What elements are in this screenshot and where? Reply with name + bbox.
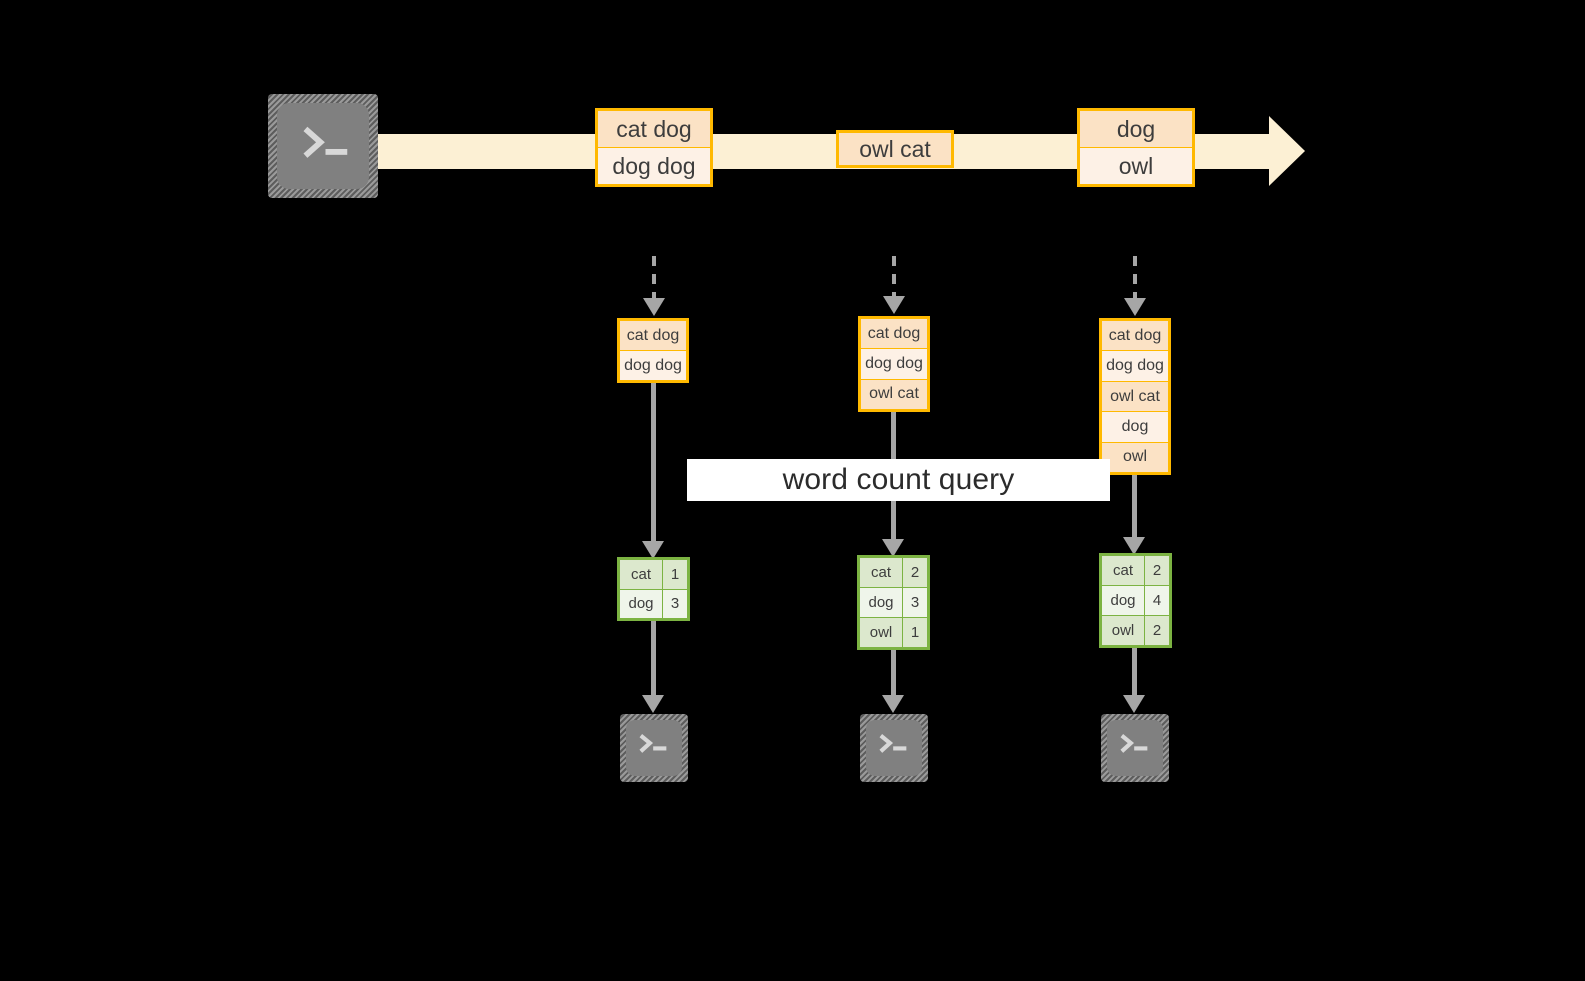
stream-record: owl — [1080, 148, 1192, 184]
stream-arrow-right-icon — [1269, 116, 1305, 186]
result-word: owl — [860, 618, 903, 647]
sink-terminal-1-icon[interactable] — [620, 714, 688, 782]
stream-batch-1[interactable]: cat dog dog dog — [595, 108, 713, 187]
sink-connector-3 — [1132, 648, 1137, 697]
result-count: 2 — [910, 564, 920, 581]
terminal-prompt-glyph — [639, 734, 667, 753]
accumulated-record: owl — [1102, 442, 1168, 473]
result-table-3[interactable]: cat 2 dog 4 owl 2 — [1099, 553, 1172, 648]
table-row: dog 3 — [860, 588, 927, 618]
result-count: 3 — [910, 594, 920, 611]
arrow-head-icon — [882, 539, 904, 557]
result-word: cat — [620, 560, 663, 589]
result-word: dog — [620, 589, 663, 618]
arrow-head-icon — [1123, 537, 1145, 555]
result-count: 2 — [1152, 562, 1162, 579]
accumulated-record: dog dog — [861, 349, 927, 380]
dashed-connector-1 — [652, 256, 656, 300]
stream-record: dog — [1080, 111, 1192, 148]
sink-connector-2 — [891, 650, 896, 697]
result-count: 1 — [910, 624, 920, 641]
table-row: owl 1 — [860, 618, 927, 647]
terminal-prompt-glyph — [879, 734, 907, 753]
table-row: cat 1 — [620, 560, 687, 590]
terminal-screen — [277, 103, 369, 189]
source-terminal-icon[interactable] — [268, 94, 378, 198]
query-connector-3 — [1132, 475, 1137, 541]
result-word: owl — [1102, 616, 1145, 645]
table-row: cat 2 — [1102, 556, 1169, 586]
result-table-2[interactable]: cat 2 dog 3 owl 1 — [857, 555, 930, 650]
accumulated-records-1[interactable]: cat dog dog dog — [617, 318, 689, 383]
stream-batch-2[interactable]: owl cat — [836, 130, 954, 168]
accumulated-record: cat dog — [620, 321, 686, 351]
accumulated-record: cat dog — [1102, 321, 1168, 352]
arrow-head-icon — [643, 298, 665, 316]
stream-record: cat dog — [598, 111, 710, 148]
table-row: cat 2 — [860, 558, 927, 588]
query-connector-1 — [651, 383, 656, 543]
arrow-head-icon — [1123, 695, 1145, 713]
sink-terminal-2-icon[interactable] — [860, 714, 928, 782]
stream-batch-3[interactable]: dog owl — [1077, 108, 1195, 187]
arrow-head-icon — [1124, 298, 1146, 316]
result-count: 4 — [1152, 592, 1162, 609]
table-row: dog 3 — [620, 589, 687, 618]
result-word: dog — [860, 588, 903, 617]
dashed-connector-2 — [892, 256, 896, 298]
result-count: 1 — [670, 565, 680, 583]
stream-record: owl cat — [839, 133, 951, 165]
accumulated-records-2[interactable]: cat dog dog dog owl cat — [858, 316, 930, 412]
terminal-prompt-glyph — [303, 126, 348, 158]
arrow-head-icon — [642, 541, 664, 559]
table-row: dog 4 — [1102, 586, 1169, 616]
result-count: 2 — [1152, 622, 1162, 639]
dashed-connector-3 — [1133, 256, 1137, 300]
accumulated-record: cat dog — [861, 319, 927, 350]
stream-record: dog dog — [598, 148, 710, 184]
result-word: cat — [1102, 556, 1145, 585]
accumulated-records-3[interactable]: cat dog dog dog owl cat dog owl — [1099, 318, 1171, 475]
sink-connector-1 — [651, 621, 656, 697]
result-word: dog — [1102, 586, 1145, 615]
table-row: owl 2 — [1102, 616, 1169, 645]
query-banner: word count query — [687, 459, 1110, 501]
query-banner-label: word count query — [782, 463, 1015, 496]
accumulated-record: dog dog — [1102, 351, 1168, 382]
accumulated-record: dog — [1102, 412, 1168, 443]
arrow-head-icon — [882, 695, 904, 713]
arrow-head-icon — [642, 695, 664, 713]
arrow-head-icon — [883, 296, 905, 314]
sink-terminal-3-icon[interactable] — [1101, 714, 1169, 782]
accumulated-record: dog dog — [620, 351, 686, 380]
result-table-1[interactable]: cat 1 dog 3 — [617, 557, 690, 621]
result-word: cat — [860, 558, 903, 587]
result-count: 3 — [670, 595, 680, 613]
accumulated-record: owl cat — [1102, 381, 1168, 413]
terminal-prompt-glyph — [1120, 734, 1148, 753]
accumulated-record: owl cat — [861, 379, 927, 409]
